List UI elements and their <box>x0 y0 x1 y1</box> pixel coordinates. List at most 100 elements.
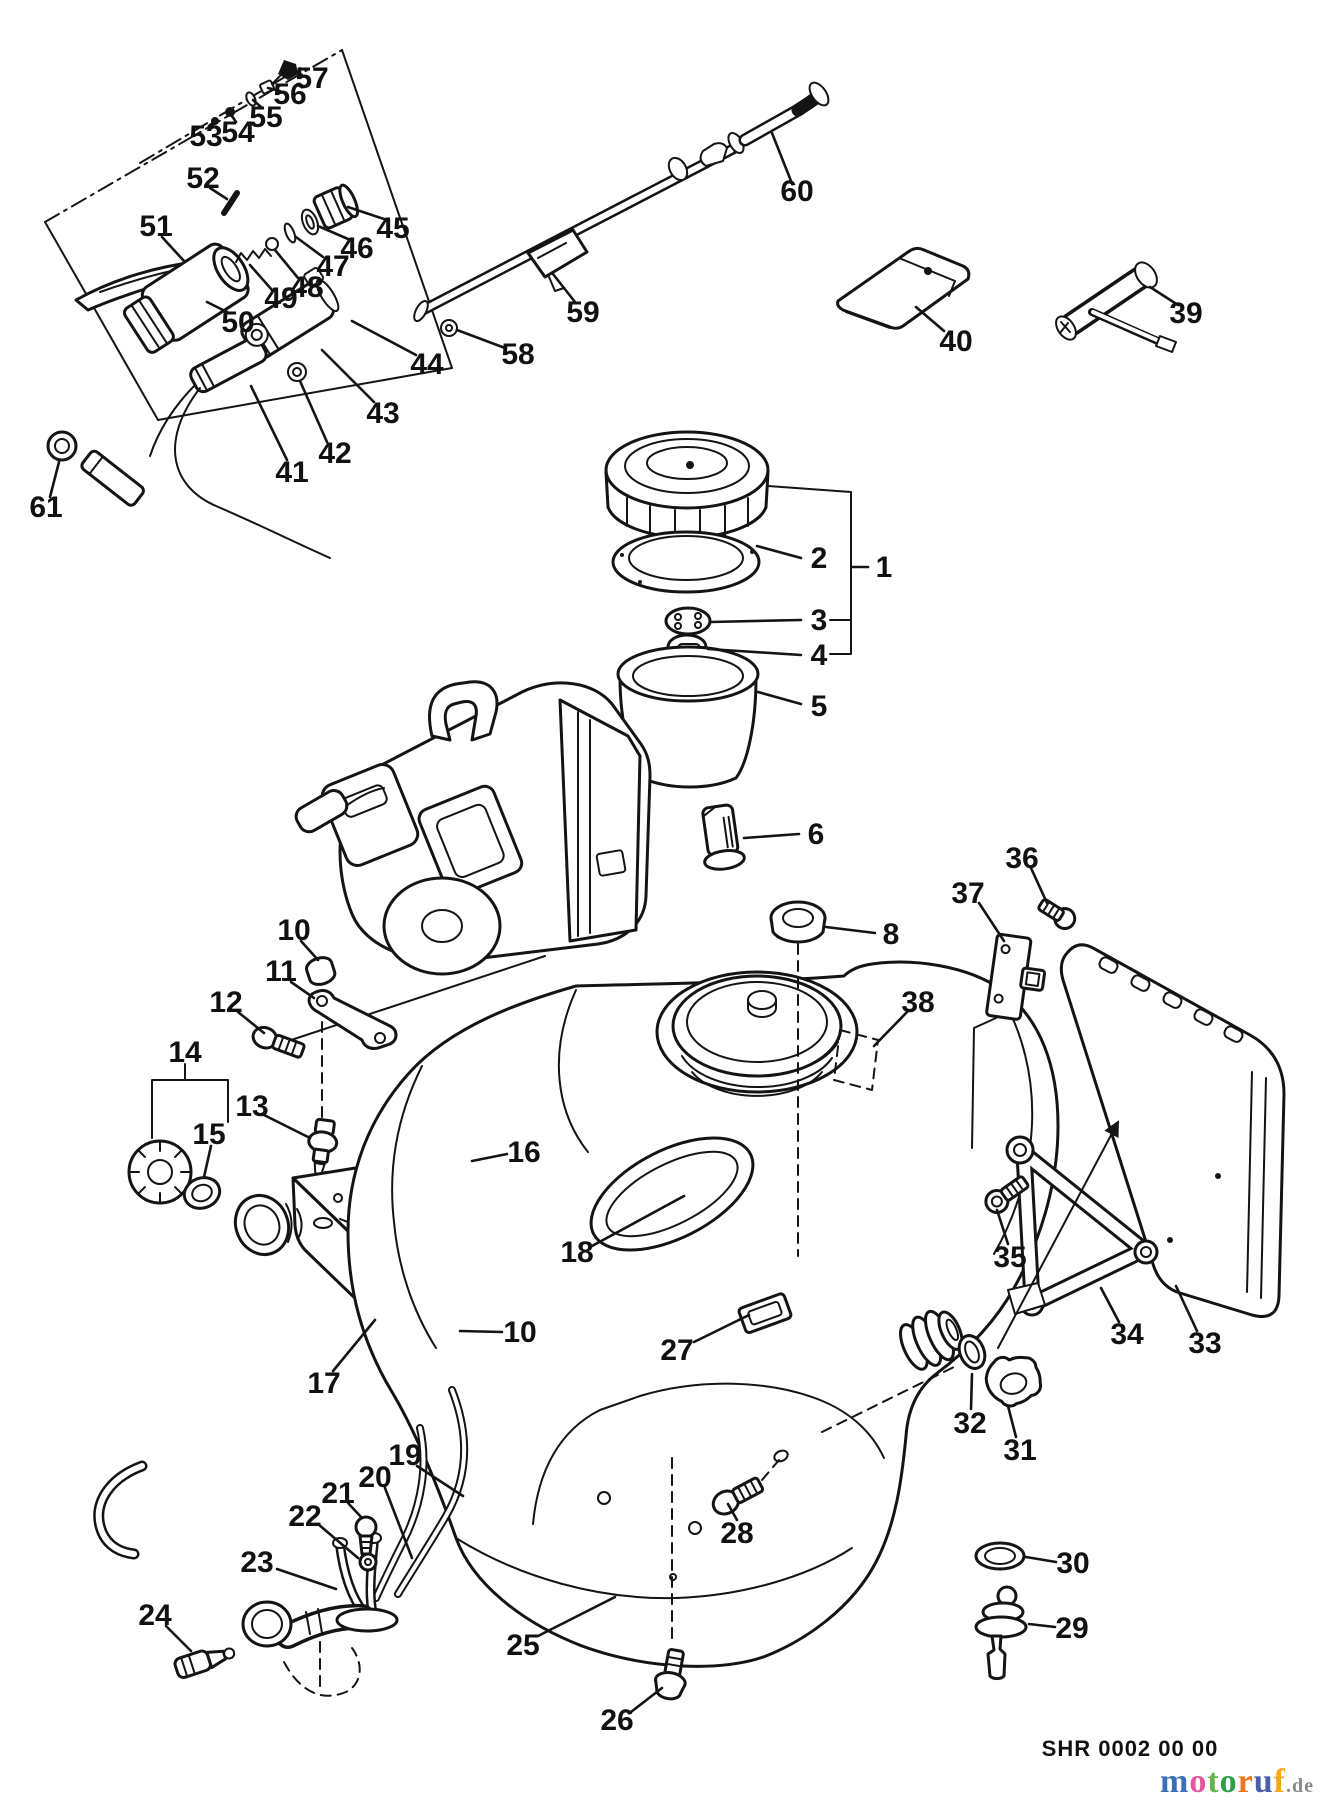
leader-line-39 <box>1148 285 1180 307</box>
part-label-56: 56 <box>273 78 306 111</box>
leader-line-5 <box>756 690 803 706</box>
leader-line-53 <box>207 119 217 128</box>
part-label-21: 21 <box>321 1477 354 1510</box>
bolt-21 <box>354 1515 378 1539</box>
part-label-6: 6 <box>808 818 825 851</box>
motoruf-logo: motoruf.de <box>1160 1763 1314 1800</box>
handle-valve-kit-drawing <box>44 49 453 457</box>
leader-line-45 <box>346 205 386 221</box>
leader-line-29 <box>1027 1622 1057 1629</box>
washer-47 <box>283 222 297 244</box>
engine-drawing <box>266 680 652 1049</box>
valve-13 <box>307 1117 339 1176</box>
attachment-arrow <box>997 1120 1119 1349</box>
leader-line-43 <box>320 348 376 404</box>
leader-line-48 <box>273 248 300 280</box>
washer-55 <box>245 91 257 107</box>
screw-35 <box>984 1175 1030 1215</box>
part-label-42: 42 <box>318 437 351 470</box>
engine-handle <box>428 680 499 742</box>
part-label-23: 23 <box>240 1546 273 1579</box>
knob-31 <box>984 1355 1043 1408</box>
wand-nut <box>667 156 689 182</box>
wand-clamp <box>699 142 728 167</box>
leader-line-27 <box>692 1313 751 1344</box>
carb-box <box>417 784 524 898</box>
cap-57 <box>278 60 298 80</box>
part-label-33: 33 <box>1188 1327 1221 1360</box>
upper-fasteners-drawing <box>769 898 1077 1149</box>
part-label-1: 1 <box>876 551 893 584</box>
back-pad-drawing <box>1059 943 1286 1318</box>
washer-22 <box>358 1552 378 1572</box>
part-label-2: 2 <box>811 542 828 575</box>
part-label-25: 25 <box>506 1629 539 1662</box>
leader-line-30 <box>1024 1555 1058 1564</box>
part-label-54: 54 <box>221 116 255 149</box>
leader-line-23 <box>275 1567 338 1591</box>
leader-line-15 <box>202 1144 213 1179</box>
leader-line-34 <box>1099 1286 1121 1324</box>
part-label-60: 60 <box>780 175 813 208</box>
nut-42 <box>287 362 307 382</box>
muffler <box>320 763 420 867</box>
leader-line-28 <box>726 1502 739 1522</box>
leader-line-10 <box>458 1329 504 1334</box>
leader-line-19 <box>415 1464 465 1498</box>
strap-bracket-drawing <box>984 1120 1159 1349</box>
part-label-49: 49 <box>264 282 297 315</box>
leader-line-36 <box>1029 866 1049 905</box>
part-label-40: 40 <box>939 325 972 358</box>
part-label-59: 59 <box>566 296 599 329</box>
leader-line-18 <box>590 1194 686 1248</box>
part-label-28: 28 <box>720 1517 753 1550</box>
leader-line-2 <box>755 544 803 560</box>
drain-valve-29 <box>974 1585 1028 1681</box>
part-label-47: 47 <box>316 250 349 283</box>
leader-line-21 <box>346 1501 364 1520</box>
part-label-13: 13 <box>235 1090 268 1123</box>
part-label-44: 44 <box>410 348 444 381</box>
wand-trigger-block <box>526 228 589 279</box>
mount-axis-line <box>266 955 546 1049</box>
ball-48 <box>265 237 279 251</box>
leader-line-3 <box>708 618 803 624</box>
part-label-36: 36 <box>1005 842 1038 875</box>
part-label-22: 22 <box>288 1500 321 1533</box>
leader-line-52 <box>208 186 229 201</box>
leader-line-26 <box>629 1686 664 1714</box>
leader-line-55 <box>251 98 263 109</box>
spring-49 <box>235 248 272 263</box>
leader-line-25 <box>536 1595 617 1638</box>
leader-line-6 <box>742 832 801 840</box>
leader-line-49 <box>248 263 274 292</box>
part-6-drawing <box>701 803 746 871</box>
leader-line-46 <box>316 224 350 241</box>
leader-line-4 <box>706 647 803 657</box>
part-label-34: 34 <box>1110 1318 1144 1351</box>
leader-line-11 <box>289 980 316 1000</box>
part-label-52: 52 <box>186 162 219 195</box>
part-label-50: 50 <box>221 306 254 339</box>
leader-line-58 <box>455 328 507 350</box>
part-label-48: 48 <box>290 271 323 304</box>
handle-cutout-18 <box>589 1136 755 1252</box>
drawing-code: SHR 0002 00 00 <box>1042 1736 1219 1761</box>
kit-border-top <box>44 49 343 223</box>
part-label-39: 39 <box>1169 297 1202 330</box>
latch-27 <box>737 1292 793 1334</box>
leader-line-24 <box>164 1624 193 1653</box>
part-label-61: 61 <box>29 491 62 524</box>
leader-line-61 <box>48 460 61 499</box>
leader-line-10 <box>299 939 320 962</box>
part-label-35: 35 <box>993 1241 1026 1274</box>
bolt-12 <box>251 1025 306 1059</box>
starter-grip <box>294 789 349 834</box>
part-label-32: 32 <box>953 1407 986 1440</box>
part-label-58: 58 <box>501 338 534 371</box>
outlet-boss <box>899 1309 964 1371</box>
leader-line-42 <box>298 379 329 444</box>
tool-pouch-drawing <box>836 246 971 330</box>
